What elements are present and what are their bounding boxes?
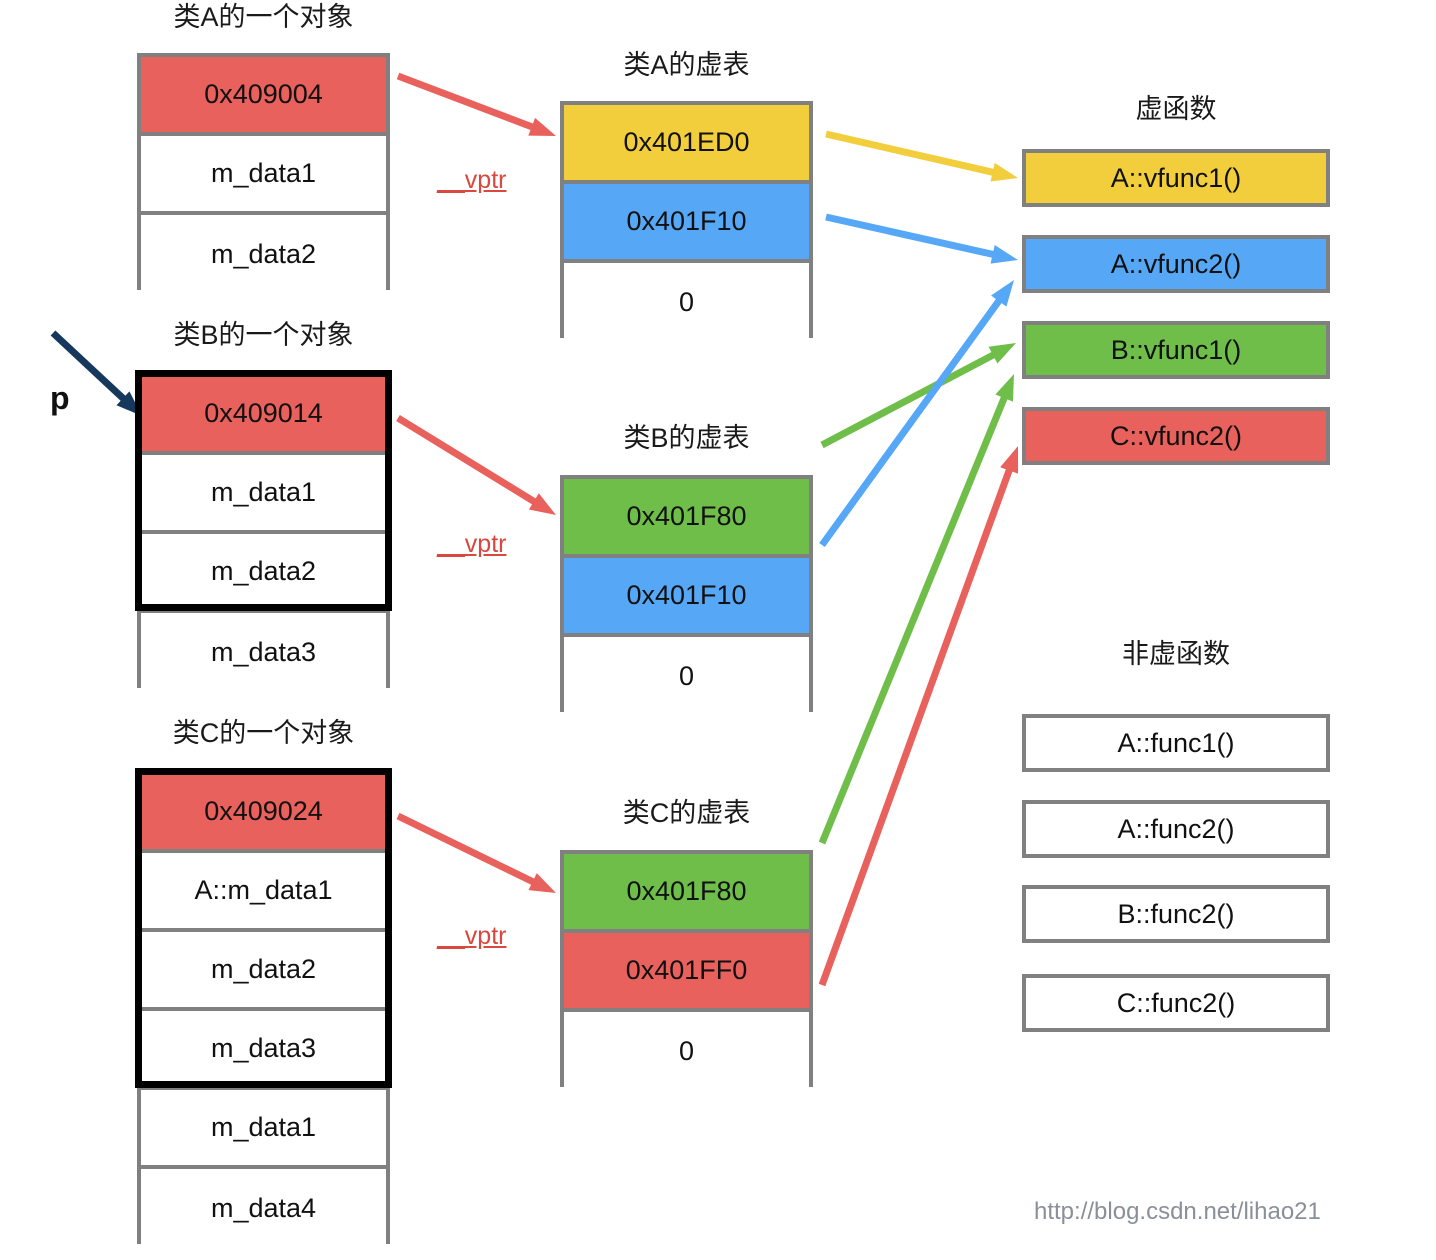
virtual-function-b-vfunc1: B::vfunc1()	[1022, 321, 1330, 379]
class-b-object-row-mdata2: m_data2	[141, 534, 386, 613]
a-object-to-a-vtable-arrow	[396, 72, 556, 136]
b-vtable-slot0-to-B-vfunc1-arrow	[820, 343, 1016, 449]
class-c-vtable-slot-0: 0x401F80	[564, 854, 809, 933]
watermark-url: http://blog.csdn.net/lihao21	[1034, 1198, 1321, 1225]
class-a-object-row-mdata1: m_data1	[141, 136, 386, 215]
class-a-object-box: 0x409004 m_data1 m_data2	[137, 53, 390, 294]
b-vtable-slot1-to-A-vfunc2-arrow	[819, 280, 1014, 548]
c-vtable-slot1-to-C-vfunc2-arrow	[818, 446, 1019, 987]
class-c-object-box: 0x409024 A::m_data1 m_data2 m_data3 m_da…	[137, 770, 390, 1248]
class-a-vtable-slot-null: 0	[564, 263, 809, 342]
virtual-function-c-vfunc2: C::vfunc2()	[1022, 407, 1330, 465]
class-c-vtable-slot-null: 0	[564, 1012, 809, 1091]
class-b-vtable-slot-null: 0	[564, 637, 809, 716]
class-c-vtable-box: 0x401F80 0x401FF0 0	[560, 850, 813, 1091]
class-c-object-row-mdata3: m_data3	[141, 1011, 386, 1090]
class-c-object-row-mdata4: m_data4	[141, 1169, 386, 1248]
class-a-vtable-slot-0: 0x401ED0	[564, 105, 809, 184]
class-b-object-box: 0x409014 m_data1 m_data2 m_data3	[137, 372, 390, 692]
class-c-object-row-mdata2: m_data2	[141, 932, 386, 1011]
nonvirtual-function-b-func2: B::func2()	[1022, 885, 1330, 943]
class-b-object-row-vptr: 0x409014	[141, 376, 386, 455]
c-vtable-slot0-to-B-vfunc1-arrow	[818, 374, 1014, 845]
caption-class-a-object: 类A的一个对象	[173, 2, 354, 32]
caption-virtual-functions: 虚函数	[1135, 94, 1217, 124]
vptr-label-c: __vptr	[437, 922, 507, 950]
class-b-object-row-mdata3: m_data3	[141, 613, 386, 692]
virtual-function-a-vfunc1: A::vfunc1()	[1022, 149, 1330, 207]
caption-class-a-vtable: 类A的虚表	[623, 50, 750, 80]
pointer-p-label: p	[50, 380, 70, 416]
class-b-vtable-box: 0x401F80 0x401F10 0	[560, 475, 813, 716]
nonvirtual-function-a-func2: A::func2()	[1022, 800, 1330, 858]
class-a-object-row-vptr: 0x409004	[141, 57, 386, 136]
vptr-label-a: __vptr	[437, 166, 507, 194]
class-c-object-row-a-mdata1: A::m_data1	[141, 853, 386, 932]
caption-class-b-object: 类B的一个对象	[173, 320, 354, 350]
caption-class-c-vtable: 类C的虚表	[622, 798, 751, 828]
class-a-object-row-mdata2: m_data2	[141, 215, 386, 294]
class-a-vtable-slot-1: 0x401F10	[564, 184, 809, 263]
a-vtable-slot1-to-A-vfunc2-arrow	[825, 213, 1018, 264]
nonvirtual-function-c-func2: C::func2()	[1022, 974, 1330, 1032]
class-c-object-row-mdata1: m_data1	[141, 1090, 386, 1169]
class-c-object-row-vptr: 0x409024	[141, 774, 386, 853]
c-object-to-c-vtable-arrow	[396, 812, 556, 893]
class-b-object-row-mdata1: m_data1	[141, 455, 386, 534]
class-a-vtable-box: 0x401ED0 0x401F10 0	[560, 101, 813, 342]
caption-class-b-vtable: 类B的虚表	[623, 423, 750, 453]
caption-class-c-object: 类C的一个对象	[172, 718, 355, 748]
class-c-vtable-slot-1: 0x401FF0	[564, 933, 809, 1012]
virtual-function-a-vfunc2: A::vfunc2()	[1022, 235, 1330, 293]
a-vtable-slot0-to-A-vfunc1-arrow	[825, 130, 1018, 182]
b-object-to-b-vtable-arrow	[396, 415, 556, 515]
class-b-vtable-slot-0: 0x401F80	[564, 479, 809, 558]
vptr-label-b: __vptr	[437, 530, 507, 558]
class-b-vtable-slot-1: 0x401F10	[564, 558, 809, 637]
nonvirtual-function-a-func1: A::func1()	[1022, 714, 1330, 772]
caption-nonvirtual-functions: 非虚函数	[1122, 639, 1230, 669]
